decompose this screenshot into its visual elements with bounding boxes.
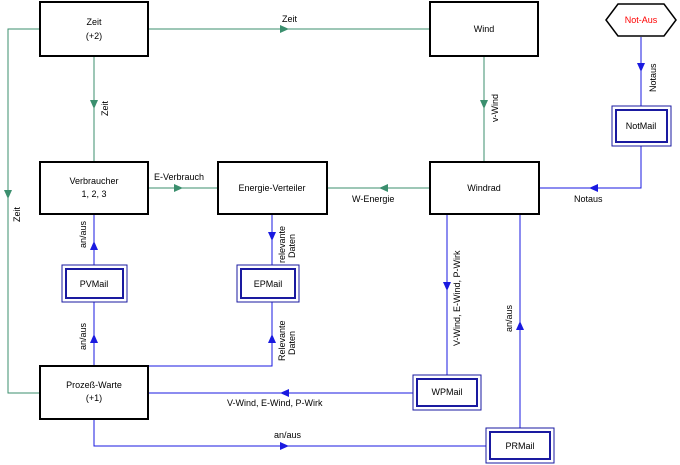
node-verbraucher-box [39, 161, 149, 215]
arrowhead-notaus-notmail [637, 63, 645, 72]
node-prozess-warte-line1: Prozeß-Warte [66, 380, 122, 390]
arrowhead-windrad-wpmail [443, 282, 451, 291]
edge-warte-epmail [148, 302, 273, 367]
node-prmail-label: PRMail [505, 441, 534, 451]
edge-label-zeit-warte: Zeit [12, 206, 22, 222]
node-notmail[interactable]: NotMail [611, 105, 672, 147]
edge-label-notaus-notmail: Notaus [648, 63, 658, 92]
node-verbraucher-line2: 1, 2, 3 [81, 189, 106, 199]
node-epmail-label: EPMail [254, 279, 283, 289]
node-verbraucher-line1: Verbraucher [69, 176, 118, 186]
arrowhead-notmail-windrad [589, 184, 598, 192]
node-pvmail-label: PVMail [80, 279, 109, 289]
edge-label-verbraucher-verteiler: E-Verbrauch [154, 172, 204, 182]
arrowhead-zeit-warte [4, 190, 12, 199]
arrowhead-epmail-verteiler [268, 232, 276, 241]
edge-notmail-windrad [539, 146, 642, 189]
node-zeit-box [39, 1, 149, 57]
arrowhead-zeit-verbraucher [90, 100, 98, 109]
edge-label-epmail-verteiler-2: Daten [287, 234, 297, 258]
node-wpmail-label: WPMail [432, 387, 463, 397]
node-energie-verteiler-box [217, 161, 328, 215]
node-windrad-box [429, 161, 540, 215]
edge-label-zeit-verbraucher: Zeit [100, 100, 110, 116]
edge-label-warte-prmail: an/aus [274, 430, 302, 440]
green-connectors: Zeit Zeit Zeit v-Wind E-Verbrauch W-Ener… [4, 14, 500, 394]
arrowhead-windrad-verteiler [379, 184, 388, 192]
node-wpmail[interactable]: WPMail [412, 374, 482, 411]
node-wind[interactable]: Wind [429, 1, 539, 57]
node-pvmail-inner [65, 268, 124, 299]
arrowhead-zeit-wind [280, 25, 289, 33]
arrowhead-verbraucher-verteiler [174, 184, 183, 192]
arrowhead-wpmail-warte [280, 389, 289, 397]
node-not-aus[interactable]: Not-Aus [605, 3, 677, 37]
arrowhead-pvmail-verbraucher [90, 241, 98, 250]
edge-label-warte-epmail-1: Relevante [277, 320, 287, 361]
node-zeit-line2: (+2) [86, 31, 102, 41]
node-windrad[interactable]: Windrad [429, 161, 540, 215]
edge-label-warte-pvmail: an/aus [78, 322, 88, 350]
node-prmail[interactable]: PRMail [485, 427, 555, 464]
edge-label-wind-windrad: v-Wind [490, 94, 500, 122]
edge-label-wpmail-warte: V-Wind, E-Wind, P-Wirk [227, 398, 323, 408]
node-wpmail-inner [416, 378, 478, 407]
node-notmail-label: NotMail [626, 121, 657, 131]
node-energie-verteiler-label: Energie-Verteiler [238, 183, 305, 193]
node-windrad-label: Windrad [467, 183, 501, 193]
node-prmail-inner [489, 431, 551, 460]
node-pvmail[interactable]: PVMail [61, 264, 128, 303]
arrowhead-warte-prmail [280, 442, 289, 450]
node-notmail-inner [615, 109, 668, 143]
edge-label-zeit-wind: Zeit [282, 14, 298, 24]
edge-label-prmail-windrad: an/aus [504, 304, 514, 332]
node-prozess-warte[interactable]: Prozeß-Warte (+1) [39, 365, 149, 420]
node-epmail-inner [240, 268, 296, 299]
edge-label-warte-epmail-2: Daten [287, 331, 297, 355]
node-zeit[interactable]: Zeit (+2) [39, 1, 149, 57]
arrowhead-prmail-windrad [516, 321, 524, 330]
edge-zeit-warte [7, 28, 40, 394]
arrowhead-warte-epmail [268, 334, 276, 343]
edge-label-notmail-windrad: Notaus [574, 194, 603, 204]
node-zeit-line1: Zeit [86, 17, 102, 27]
node-not-aus-diamond [605, 3, 677, 37]
arrowhead-wind-windrad [480, 100, 488, 109]
edge-label-epmail-verteiler-1: relevante [277, 226, 287, 263]
node-verbraucher[interactable]: Verbraucher 1, 2, 3 [39, 161, 149, 215]
edge-label-windrad-wpmail: V-Wind, E-Wind, P-Wirk [452, 250, 462, 346]
node-prozess-warte-box [39, 365, 149, 420]
node-wind-label: Wind [474, 24, 495, 34]
arrowhead-warte-pvmail [90, 334, 98, 343]
edge-label-windrad-verteiler: W-Energie [352, 194, 394, 204]
node-not-aus-label: Not-Aus [625, 15, 658, 25]
edge-label-pvmail-verbraucher: an/aus [78, 220, 88, 248]
node-energie-verteiler[interactable]: Energie-Verteiler [217, 161, 328, 215]
edge-warte-prmail [93, 419, 486, 447]
blue-connectors: Notaus Notaus an/aus an/aus relevante Da… [78, 37, 658, 450]
node-wind-box [429, 1, 539, 57]
node-prozess-warte-line2: (+1) [86, 393, 102, 403]
node-epmail[interactable]: EPMail [236, 264, 300, 303]
